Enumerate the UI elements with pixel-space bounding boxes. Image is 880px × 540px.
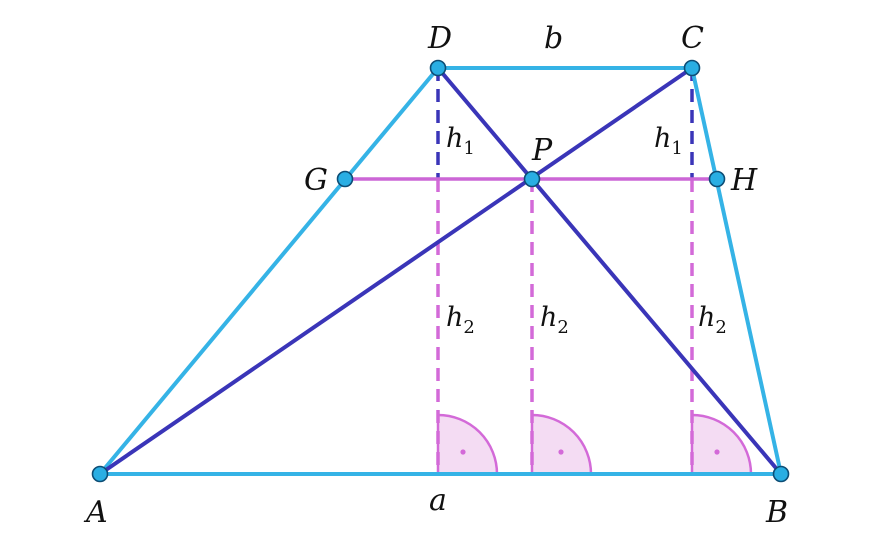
right-angle-marker-c bbox=[690, 413, 753, 476]
label-p: P bbox=[531, 133, 553, 168]
label-h2-mid-letter: h bbox=[540, 302, 557, 333]
point-d bbox=[429, 59, 447, 77]
right-angle-dot-c bbox=[714, 449, 720, 455]
label-a: A bbox=[83, 495, 108, 530]
point-c bbox=[683, 59, 701, 77]
label-d: D bbox=[427, 21, 452, 56]
label-h2-mid-sub: 2 bbox=[557, 317, 568, 338]
right-angle-dot-p bbox=[558, 449, 564, 455]
point-h bbox=[708, 170, 726, 188]
diagonal-ac bbox=[98, 66, 694, 476]
point-g bbox=[336, 170, 354, 188]
right-angle-marker-d bbox=[436, 413, 499, 476]
side-ad bbox=[98, 66, 440, 476]
label-side-b: b bbox=[544, 21, 563, 56]
label-h1-left-letter: h bbox=[446, 123, 463, 154]
point-b bbox=[772, 465, 790, 483]
label-h1-right: h1 bbox=[654, 123, 683, 159]
side-labels: a b bbox=[429, 21, 563, 518]
points bbox=[91, 59, 790, 483]
label-side-a: a bbox=[429, 483, 447, 518]
label-h2-right: h2 bbox=[698, 302, 727, 338]
label-c: C bbox=[681, 21, 704, 56]
label-h1-left-sub: 1 bbox=[463, 138, 474, 159]
label-h: H bbox=[730, 163, 758, 198]
label-h2-left: h2 bbox=[446, 302, 475, 338]
point-p bbox=[523, 170, 541, 188]
label-h1-right-sub: 1 bbox=[671, 138, 682, 159]
label-g: G bbox=[304, 163, 328, 198]
label-h2-right-sub: 2 bbox=[715, 317, 726, 338]
label-h1-left: h1 bbox=[446, 123, 475, 159]
right-angle-markers bbox=[436, 413, 753, 476]
point-a bbox=[91, 465, 109, 483]
label-h1-right-letter: h bbox=[654, 123, 671, 154]
diagonal-bd bbox=[436, 66, 783, 476]
label-b: B bbox=[765, 495, 788, 530]
height-labels: h1 h1 h2 h2 h2 bbox=[446, 123, 727, 338]
label-h2-left-sub: 2 bbox=[463, 317, 474, 338]
trapezoid-sides bbox=[98, 66, 783, 476]
diagonals bbox=[98, 66, 783, 476]
side-bc bbox=[690, 66, 783, 476]
point-labels: A B C D G H P bbox=[83, 21, 788, 530]
label-h2-left-letter: h bbox=[446, 302, 463, 333]
label-h2-right-letter: h bbox=[698, 302, 715, 333]
right-angle-marker-p bbox=[530, 413, 593, 476]
height-lines bbox=[436, 68, 694, 474]
right-angle-dot-d bbox=[460, 449, 466, 455]
label-h2-mid: h2 bbox=[540, 302, 569, 338]
